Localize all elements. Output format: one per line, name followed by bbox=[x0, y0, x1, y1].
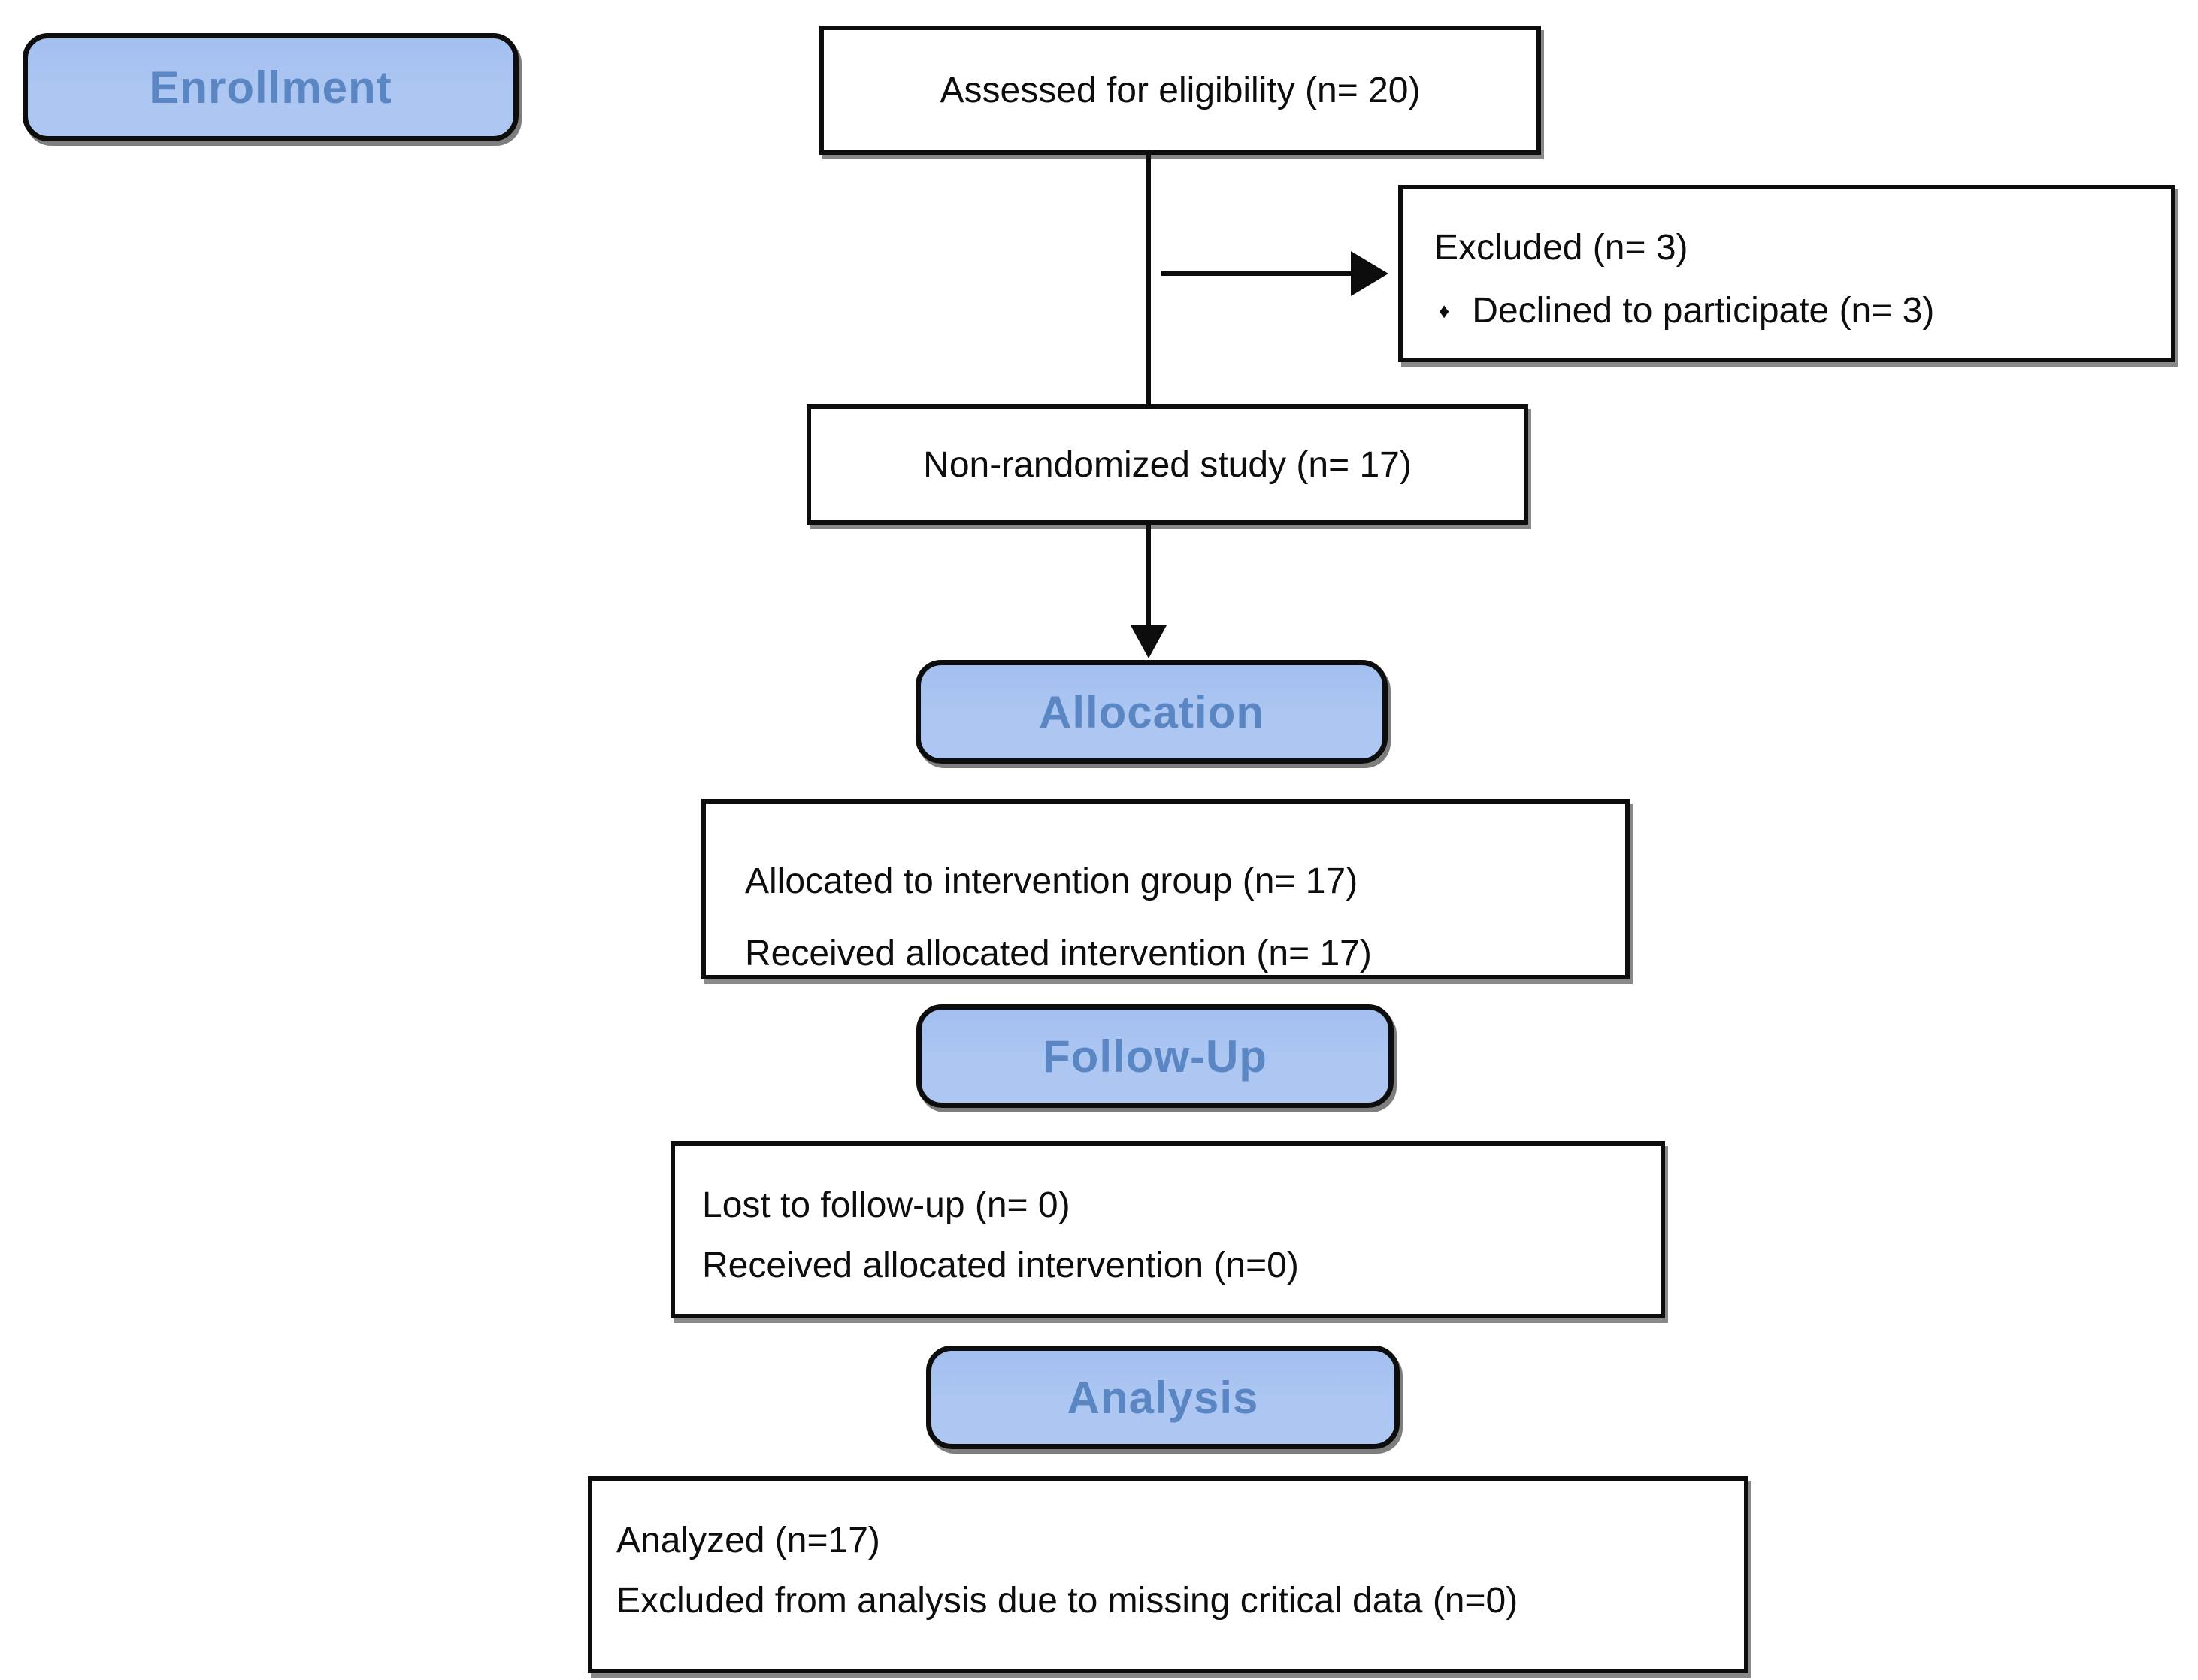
allocated-box: Allocated to intervention group (n= 17) … bbox=[701, 799, 1630, 979]
connector-nonrandomized-to-allocation bbox=[1146, 525, 1151, 628]
lost-to-followup-box: Lost to follow-up (n= 0) Received alloca… bbox=[671, 1141, 1665, 1318]
diamond-bullet-icon: ♦ bbox=[1439, 299, 1450, 322]
connector-assessed-to-nonrandomized bbox=[1146, 155, 1151, 404]
nonrandomized-study-box: Non-randomized study (n= 17) bbox=[807, 404, 1528, 525]
analyzed-line2: Excluded from analysis due to missing cr… bbox=[616, 1581, 1518, 1621]
connector-branch-to-excluded bbox=[1161, 271, 1351, 276]
excluded-box: Excluded (n= 3) ♦ Declined to participat… bbox=[1398, 185, 2175, 362]
stage-allocation: Allocation bbox=[916, 660, 1388, 764]
stage-analysis-label: Analysis bbox=[1067, 1372, 1259, 1423]
allocated-line1: Allocated to intervention group (n= 17) bbox=[745, 861, 1358, 901]
assessed-text: Assessed for eligibility (n= 20) bbox=[940, 70, 1421, 110]
arrowhead-down-allocation bbox=[1131, 625, 1167, 658]
stage-followup-label: Follow-Up bbox=[1043, 1031, 1267, 1082]
lost-line2: Received allocated intervention (n=0) bbox=[702, 1246, 1299, 1285]
allocated-line2: Received allocated intervention (n= 17) bbox=[745, 934, 1372, 973]
excluded-bullet-line: ♦ Declined to participate (n= 3) bbox=[1434, 280, 2156, 347]
stage-followup: Follow-Up bbox=[916, 1004, 1394, 1108]
stage-analysis: Analysis bbox=[926, 1346, 1400, 1449]
stage-enrollment: Enrollment bbox=[23, 33, 519, 141]
stage-allocation-label: Allocation bbox=[1038, 686, 1264, 737]
excluded-title: Excluded (n= 3) bbox=[1434, 228, 1688, 268]
analyzed-line1: Analyzed (n=17) bbox=[616, 1521, 880, 1560]
analyzed-box: Analyzed (n=17) Excluded from analysis d… bbox=[588, 1476, 1748, 1673]
nonrandomized-text: Non-randomized study (n= 17) bbox=[923, 444, 1412, 485]
lost-line1: Lost to follow-up (n= 0) bbox=[702, 1185, 1070, 1225]
excluded-bullet-text: Declined to participate (n= 3) bbox=[1472, 291, 1935, 331]
assessed-for-eligibility-box: Assessed for eligibility (n= 20) bbox=[819, 26, 1541, 155]
stage-enrollment-label: Enrollment bbox=[149, 62, 392, 113]
arrowhead-right-excluded bbox=[1351, 251, 1388, 296]
